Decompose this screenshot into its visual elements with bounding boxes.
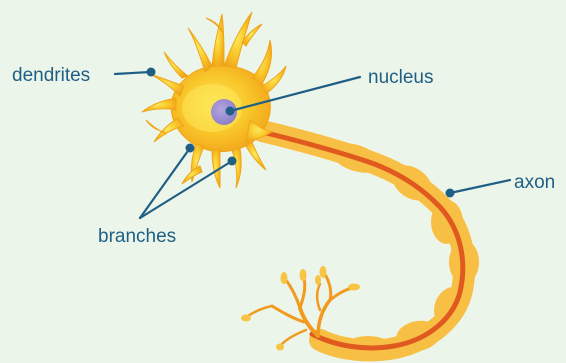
dendrites-dot bbox=[147, 68, 156, 77]
axon-leader bbox=[450, 180, 510, 193]
dendrites-label: dendrites bbox=[12, 65, 90, 86]
dendrites-leader bbox=[115, 72, 150, 74]
axon-terminals bbox=[248, 276, 352, 344]
branches-dot-1 bbox=[186, 144, 195, 153]
branches-label: branches bbox=[98, 226, 176, 247]
branches-dot-2 bbox=[228, 157, 237, 166]
myelin-sheath bbox=[262, 131, 479, 360]
nucleus-label: nucleus bbox=[368, 67, 434, 88]
axon-label: axon bbox=[514, 172, 555, 193]
axon-dot bbox=[446, 189, 455, 198]
branches-leader-2 bbox=[140, 161, 232, 218]
nucleus-dot bbox=[226, 107, 235, 116]
